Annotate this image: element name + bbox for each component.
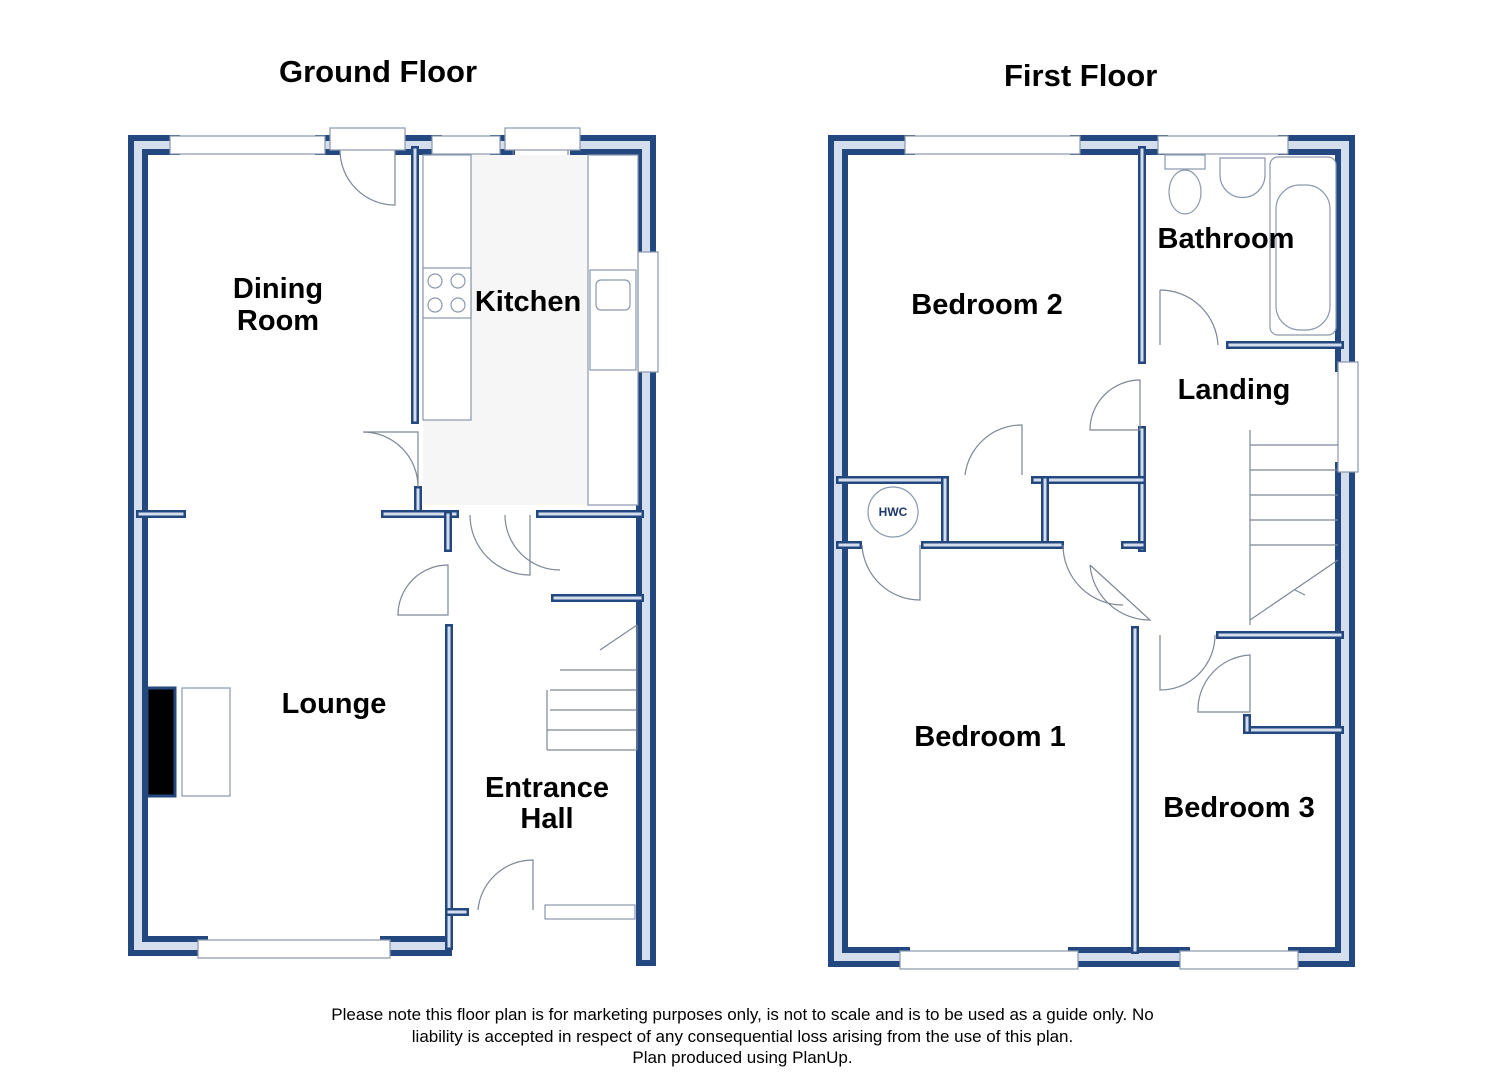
- stairs: [1249, 430, 1339, 625]
- door-swing: [397, 564, 449, 616]
- door-swing: [1062, 544, 1152, 621]
- room-label-kitchen: Kitchen: [475, 286, 581, 318]
- door-swing: [477, 859, 534, 911]
- hearth: [181, 687, 231, 797]
- disclaimer-line: liability is accepted in respect of any …: [411, 1026, 1074, 1046]
- wall-highlight: [1284, 141, 1349, 366]
- fixtures: [145, 127, 1359, 970]
- wall-highlight: [134, 141, 202, 950]
- window: [899, 950, 1079, 970]
- window: [169, 135, 326, 155]
- door-swing: [1197, 654, 1251, 713]
- window: [904, 135, 1081, 155]
- walls: [128, 135, 1355, 967]
- door-frame: [504, 127, 581, 151]
- room-label-landing: Landing: [1178, 374, 1291, 406]
- door-swing: [1159, 289, 1219, 346]
- room-label-dining-line1: Dining: [233, 273, 323, 305]
- toilet: [1168, 169, 1202, 215]
- window: [1179, 950, 1299, 970]
- disclaimer-line: Plan produced using PlanUp.: [632, 1048, 853, 1067]
- window: [197, 939, 391, 959]
- door-swing: [504, 514, 561, 571]
- room-label-dining-line2: Room: [237, 305, 319, 337]
- room-label-bedroom-3: Bedroom 3: [1163, 792, 1314, 824]
- fireplace: [145, 686, 177, 798]
- room-label-bedroom-2: Bedroom 2: [911, 289, 1062, 321]
- ground-floor-title: Ground Floor: [279, 54, 477, 89]
- window: [637, 251, 659, 373]
- window: [544, 904, 636, 920]
- disclaimer: Please note this floor plan is for marke…: [0, 1004, 1485, 1069]
- room-label-hall-line2: Hall: [520, 803, 573, 835]
- wall: [128, 135, 208, 956]
- hwc-label: HWC: [879, 505, 908, 519]
- door-swing: [1159, 634, 1216, 691]
- wall: [828, 135, 915, 967]
- room-label-bathroom: Bathroom: [1158, 223, 1295, 255]
- door-frame: [329, 127, 406, 151]
- door-swing: [1089, 379, 1141, 431]
- door-swing: [861, 544, 921, 601]
- door-swing: [964, 424, 1023, 476]
- first-floor-title: First Floor: [1004, 58, 1157, 93]
- stairs: [546, 624, 638, 751]
- door-swing: [362, 431, 419, 488]
- wall-highlight: [576, 141, 650, 256]
- basin: [1219, 157, 1266, 199]
- room-label-hall-line1: Entrance: [485, 772, 609, 804]
- room-label-lounge: Lounge: [282, 688, 387, 720]
- window: [1157, 135, 1289, 155]
- wall-highlight: [834, 141, 909, 961]
- room-label-bedroom-1: Bedroom 1: [914, 721, 1065, 753]
- window: [1337, 361, 1359, 473]
- hot-water-cylinder: [867, 486, 919, 538]
- door-swing: [469, 514, 531, 576]
- door-swing: [339, 149, 396, 206]
- window: [431, 135, 501, 155]
- disclaimer-line: Please note this floor plan is for marke…: [331, 1005, 1154, 1024]
- wall-highlight: [1294, 468, 1349, 961]
